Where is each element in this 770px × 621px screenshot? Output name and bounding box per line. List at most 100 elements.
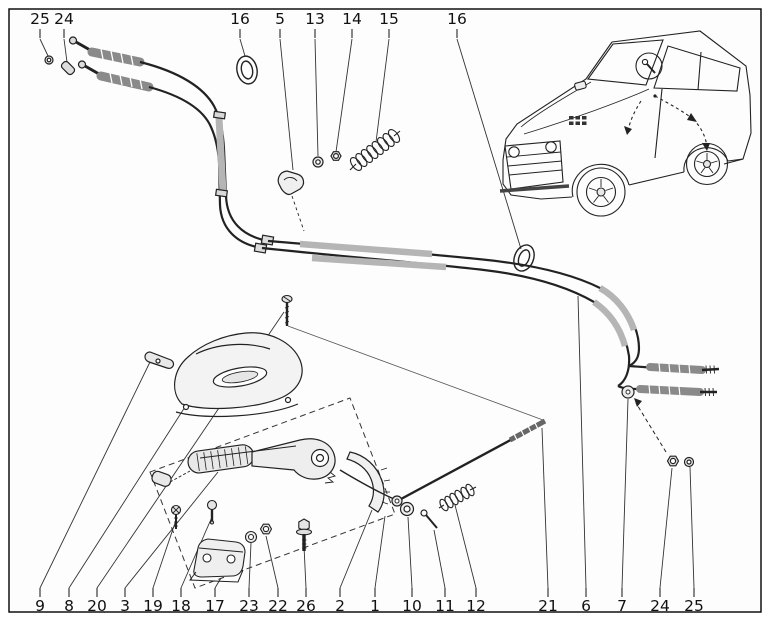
rear-fasteners — [634, 398, 695, 468]
rod-clevis-hole — [394, 498, 400, 504]
sheath-ferrule-top — [212, 110, 227, 120]
button-axis-dashes — [169, 470, 191, 483]
cable-sheath-vertical — [215, 117, 227, 193]
cable-guide-roller-7 — [621, 385, 635, 399]
nut-22 — [259, 523, 273, 535]
rear-wheel-arch — [683, 147, 729, 173]
leader-top-25 — [39, 38, 50, 59]
callout-label-bottom-19: 19 — [143, 597, 163, 615]
door-seam — [654, 88, 663, 159]
vehicle-illustration — [499, 30, 752, 217]
callout-label-bottom-26: 26 — [296, 597, 316, 615]
sheath-ferrule-bottom — [214, 188, 229, 198]
rear-cable-lower-sheath-curve — [592, 299, 629, 347]
fastener-arrowhead — [634, 398, 642, 407]
washer-23 — [244, 530, 258, 544]
boot-base — [175, 403, 299, 417]
callout-label-bottom-8: 8 — [64, 597, 74, 615]
lever-cover-boot — [174, 332, 303, 417]
leader-bottom-21 — [541, 427, 549, 589]
side-mirror — [574, 80, 587, 91]
front-cable-assembly — [44, 36, 275, 254]
leader-bottom-8 — [68, 395, 193, 589]
boot-ridge — [195, 343, 271, 355]
grille — [504, 140, 564, 190]
leader-top-15 — [375, 38, 390, 143]
leader-bottom-22 — [265, 535, 279, 589]
callout-label-top-13: 13 — [305, 10, 325, 28]
windshield — [587, 39, 664, 86]
callout-label-top-16a: 16 — [230, 10, 250, 28]
boot-slot — [212, 366, 268, 388]
car-outline-left — [502, 41, 613, 200]
leader-top-16a — [239, 38, 246, 57]
leader-bottom-11 — [433, 529, 446, 589]
callout-label-bottom-2: 2 — [335, 597, 345, 615]
leader-bottom-12 — [454, 504, 477, 589]
screw-19 — [170, 504, 182, 529]
mounting-hardware — [170, 499, 313, 583]
callout-label-top-15: 15 — [379, 10, 399, 28]
callout-label-top-16b: 16 — [447, 10, 467, 28]
rear-cable-assembly — [261, 239, 720, 399]
junction-sleeve-upper — [260, 234, 275, 246]
assembly-axis-line — [287, 325, 544, 421]
side-window — [653, 45, 741, 92]
cable-end-nut — [44, 55, 54, 65]
leader-bottom-19 — [152, 519, 177, 589]
leader-bottom-23 — [248, 542, 252, 589]
cable-crimp-upper — [87, 47, 145, 67]
retaining-bracket-5 — [277, 170, 305, 232]
nut-24 — [666, 455, 680, 467]
leader-bottom-3 — [124, 471, 219, 589]
boot-foot-hole-right — [284, 396, 292, 404]
ratchet-teeth — [324, 471, 336, 484]
leader-bottom-9 — [39, 361, 151, 589]
callout-label-top-5: 5 — [275, 10, 285, 28]
return-spring-15 — [349, 128, 401, 172]
front-wheel-arch — [571, 163, 630, 198]
sector-guard-2 — [346, 451, 391, 513]
callout-label-bottom-25: 25 — [684, 597, 704, 615]
callout-ticks — [39, 29, 695, 597]
leader-top-14 — [335, 38, 353, 153]
callout-label-bottom-20: 20 — [87, 597, 107, 615]
rod-thread-ticks — [513, 422, 539, 441]
callout-label-bottom-9: 9 — [35, 597, 45, 615]
rear-cable-upper-crimp — [628, 362, 720, 376]
leader-bottom-26 — [303, 545, 307, 589]
leader-top-13 — [314, 38, 319, 157]
callout-label-bottom-18: 18 — [171, 597, 191, 615]
adjuster-rod-assembly — [339, 418, 547, 529]
callout-label-top-14: 14 — [342, 10, 362, 28]
callout-label-bottom-11: 11 — [435, 597, 455, 615]
boot-foot-hole-left — [182, 403, 190, 411]
leader-bottom-1 — [374, 515, 386, 589]
diagram-border — [8, 8, 762, 613]
callout-label-top-25: 25 — [30, 10, 50, 28]
window-divider — [697, 51, 702, 91]
pin-18 — [206, 499, 218, 525]
cowl-vents — [569, 116, 587, 125]
rocker-line — [628, 158, 744, 186]
nut-14 — [330, 151, 342, 161]
callout-label-bottom-12: 12 — [466, 597, 486, 615]
headlight-right — [545, 141, 557, 153]
spring-12 — [438, 483, 477, 512]
lever-pivot-hole — [315, 453, 325, 463]
leader-bottom-2 — [339, 509, 373, 589]
bolt-26 — [295, 518, 313, 551]
rear-cable-upper-sheath — [299, 240, 433, 258]
bottom-ticks — [39, 588, 695, 597]
leader-bottom-10 — [407, 516, 413, 589]
detail-callout-circle — [635, 52, 663, 80]
callout-label-bottom-17: 17 — [205, 597, 225, 615]
hood-crease — [523, 88, 650, 135]
callout-label-bottom-23: 23 — [239, 597, 259, 615]
callout-label-bottom-21: 21 — [538, 597, 558, 615]
callout-label-bottom-7: 7 — [617, 597, 627, 615]
leader-top-16b — [456, 38, 522, 250]
leader-bottom-17 — [214, 577, 222, 589]
